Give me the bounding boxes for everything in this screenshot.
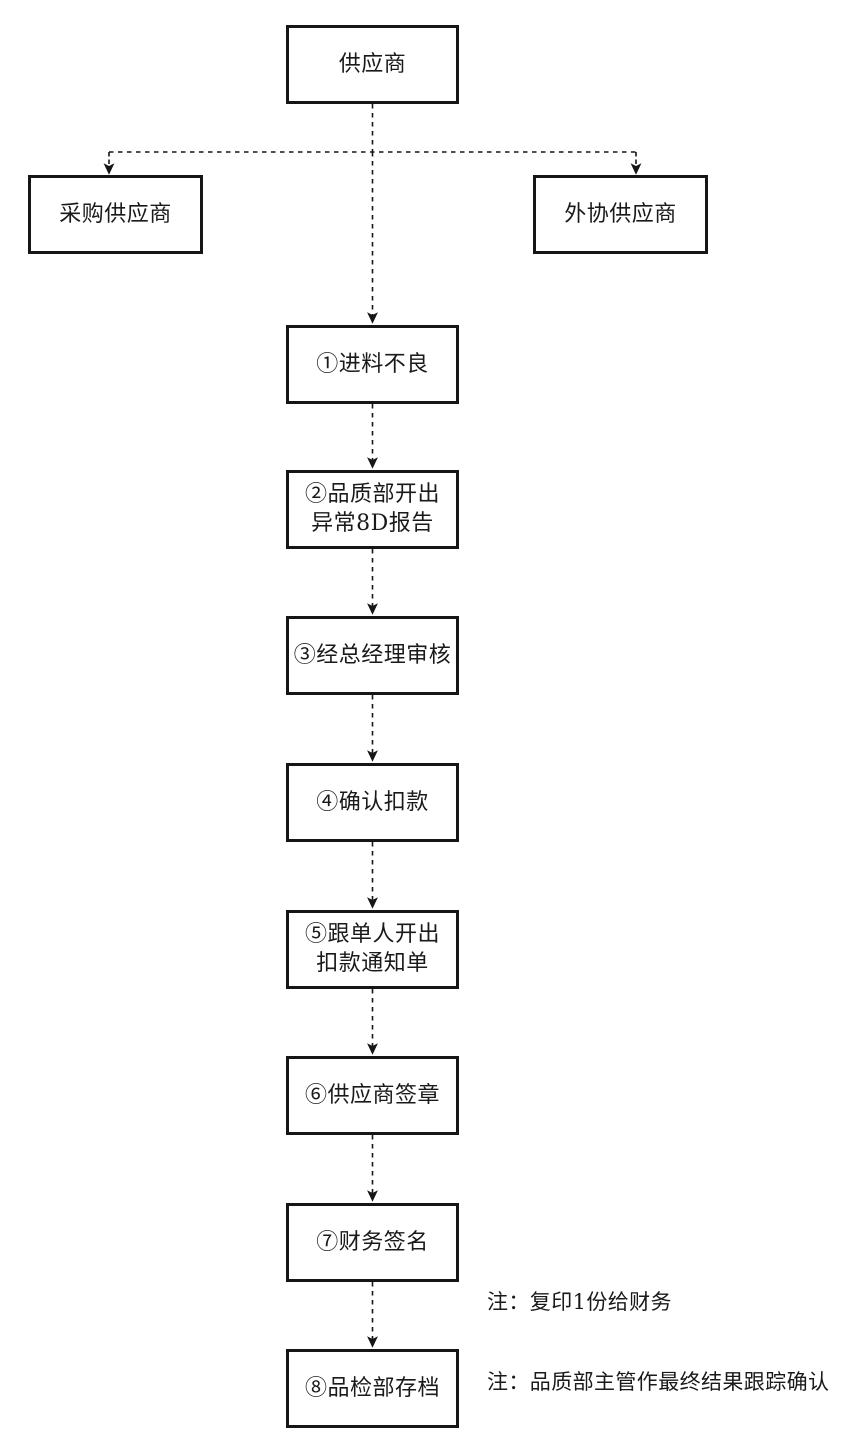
node-step-4[interactable]: ④确认扣款 xyxy=(286,763,459,842)
node-supplier-label: 供应商 xyxy=(338,51,407,77)
node-outsourcing-supplier-label: 外协供应商 xyxy=(564,201,677,227)
node-step-8[interactable]: ⑧品检部存档 xyxy=(286,1349,459,1428)
node-step-4-label: ④确认扣款 xyxy=(316,789,429,815)
node-step-1[interactable]: ①进料不良 xyxy=(286,325,459,404)
node-step-8-label: ⑧品检部存档 xyxy=(304,1375,440,1401)
node-step-3[interactable]: ③经总经理审核 xyxy=(286,616,459,695)
node-step-1-label: ①进料不良 xyxy=(316,351,429,377)
node-outsourcing-supplier[interactable]: 外协供应商 xyxy=(533,175,708,254)
node-purchase-supplier[interactable]: 采购供应商 xyxy=(28,175,203,254)
node-step-6[interactable]: ⑥供应商签章 xyxy=(286,1056,459,1135)
note-finance-copy: 注：复印1份给财务 xyxy=(487,1290,672,1314)
node-step-3-label: ③经总经理审核 xyxy=(293,642,452,668)
node-purchase-supplier-label: 采购供应商 xyxy=(59,201,172,227)
node-step-6-label: ⑥供应商签章 xyxy=(304,1082,440,1108)
node-step-7-label: ⑦财务签名 xyxy=(316,1229,429,1255)
node-step-2-label: ②品质部开出 异常8D报告 xyxy=(304,481,440,536)
node-step-2[interactable]: ②品质部开出 异常8D报告 xyxy=(286,470,459,549)
note-qa-tracking: 注：品质部主管作最终结果跟踪确认 xyxy=(487,1370,830,1394)
node-supplier[interactable]: 供应商 xyxy=(286,25,459,104)
node-step-5[interactable]: ⑤跟单人开出 扣款通知单 xyxy=(286,910,459,989)
node-step-5-label: ⑤跟单人开出 扣款通知单 xyxy=(304,921,440,976)
node-step-7[interactable]: ⑦财务签名 xyxy=(286,1203,459,1282)
